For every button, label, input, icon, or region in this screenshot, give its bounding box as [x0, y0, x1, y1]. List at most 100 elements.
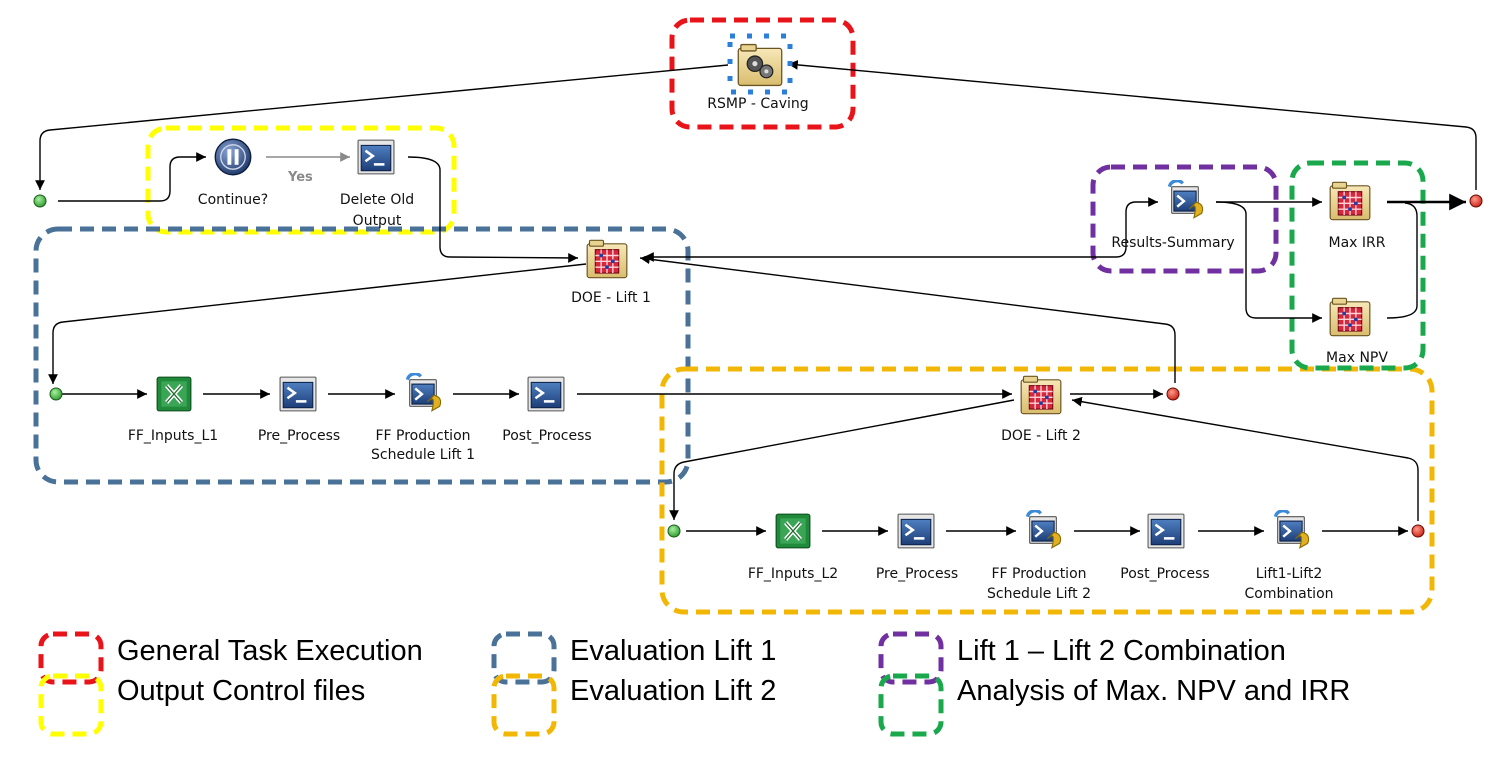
node-label: Results-Summary: [1111, 235, 1234, 251]
terminal-icon: [896, 512, 936, 550]
group-analysis-npv-irr: [1289, 160, 1426, 371]
node-ff-inputs-l2[interactable]: FF_Inputs_L2: [748, 514, 838, 582]
start-node-lift1[interactable]: [49, 387, 63, 401]
node-label: DOE - Lift 1: [571, 290, 651, 306]
node-pre-process-1[interactable]: Pre_Process: [258, 375, 340, 444]
node-label-line1: FF Production: [375, 428, 470, 444]
node-label: RSMP - Caving: [707, 96, 808, 112]
node-post-process-2[interactable]: Post_Process: [1120, 512, 1210, 582]
group-general-task-execution: [669, 17, 856, 130]
node-doe-lift-2[interactable]: DOE - Lift 2: [1001, 375, 1081, 444]
legend-swatch-green: [878, 673, 944, 737]
grid-folder-icon: [586, 239, 628, 279]
script-icon: [1025, 510, 1063, 550]
edge-start-to-continue: [58, 152, 206, 202]
legend-item-output: Output Control files: [38, 673, 365, 737]
group-lift-combination: [1090, 164, 1279, 274]
node-label-line2: Schedule Lift 2: [987, 586, 1091, 602]
node-label: Continue?: [198, 192, 268, 208]
legend-label: Evaluation Lift 2: [570, 675, 776, 707]
terminal-icon: [278, 375, 318, 413]
gear-folder-icon: [737, 43, 783, 87]
edge-doe2-to-lift2-start: [669, 399, 1015, 520]
node-ff-production-lift-1[interactable]: FF Production Schedule Lift 1: [371, 373, 475, 463]
end-node-lift1[interactable]: [1166, 387, 1180, 401]
excel-icon: [157, 377, 191, 411]
node-continue[interactable]: Continue?: [198, 138, 268, 208]
edge-doe1-to-lift1-start: [48, 263, 587, 384]
node-label-line2: Combination: [1244, 586, 1333, 602]
legend-swatch-yellow: [38, 673, 104, 737]
status-dots: [33, 194, 1483, 538]
legend-item-general: General Task Execution: [38, 631, 423, 685]
node-label: Max IRR: [1329, 235, 1386, 251]
node-label-line2: Output: [353, 213, 402, 229]
node-max-irr[interactable]: Max IRR: [1329, 181, 1386, 251]
legend-label: Analysis of Max. NPV and IRR: [957, 675, 1350, 707]
script-icon: [405, 373, 443, 413]
legend-item-combo: Lift 1 – Lift 2 Combination: [878, 631, 1286, 685]
node-delete-old-output[interactable]: Delete Old Output: [340, 138, 414, 229]
node-label: FF_Inputs_L1: [128, 428, 218, 444]
legend-swatch-blue: [491, 631, 557, 685]
node-label-line1: Lift1-Lift2: [1256, 566, 1323, 582]
legend-swatch-red: [38, 631, 104, 685]
group-evaluation-lift-2: [659, 366, 1435, 615]
legend-swatch-purple: [878, 631, 944, 685]
legend-item-eval1: Evaluation Lift 1: [491, 631, 776, 685]
group-output-control: [145, 125, 457, 235]
legend-swatch-orange: [491, 673, 557, 737]
node-label: DOE - Lift 2: [1001, 428, 1081, 444]
terminal-icon: [526, 375, 566, 413]
terminal-icon: [356, 138, 396, 176]
group-boxes: [33, 17, 1435, 615]
legend-item-eval2: Evaluation Lift 2: [491, 673, 776, 737]
node-label: FF_Inputs_L2: [748, 566, 838, 582]
legend-label: Evaluation Lift 1: [570, 635, 776, 667]
edge-end-to-rsmp: [787, 60, 1477, 190]
end-node-lift2[interactable]: [1411, 524, 1425, 538]
start-node-lift2[interactable]: [667, 524, 681, 538]
pause-icon: [214, 138, 252, 176]
node-label: Pre_Process: [258, 428, 340, 444]
terminal-icon: [1146, 512, 1186, 550]
start-node-main[interactable]: [33, 194, 47, 208]
edges: [35, 60, 1477, 536]
edge-results-to-maxnpv: [1215, 201, 1322, 323]
node-ff-production-lift-2[interactable]: FF Production Schedule Lift 2: [987, 510, 1091, 602]
node-ff-inputs-l1[interactable]: FF_Inputs_L1: [128, 377, 218, 444]
edge-lift2-end-to-doe2: [1071, 396, 1419, 521]
script-icon: [1273, 510, 1311, 550]
selection-frame: [727, 33, 793, 95]
legend-label: General Task Execution: [117, 635, 423, 667]
legend-label: Lift 1 – Lift 2 Combination: [957, 635, 1286, 667]
node-label-line2: Schedule Lift 1: [371, 447, 475, 463]
node-post-process-1[interactable]: Post_Process: [502, 375, 592, 444]
edge-rsmp-to-start: [35, 64, 729, 190]
legend-item-analysis: Analysis of Max. NPV and IRR: [878, 673, 1350, 737]
node-max-npv[interactable]: Max NPV: [1326, 297, 1388, 366]
node-doe-lift-1[interactable]: DOE - Lift 1: [571, 239, 651, 306]
node-pre-process-2[interactable]: Pre_Process: [876, 512, 958, 582]
end-node-main[interactable]: [1469, 194, 1483, 208]
legend: General Task Execution Output Control fi…: [38, 631, 1350, 737]
node-label: Post_Process: [502, 428, 591, 444]
grid-folder-icon: [1329, 181, 1371, 221]
edge-maxnpv-to-maxirr: [1386, 202, 1418, 319]
node-results-summary[interactable]: Results-Summary: [1111, 180, 1235, 251]
grid-folder-icon: [1020, 375, 1062, 415]
node-rsmp-caving[interactable]: RSMP - Caving: [707, 33, 809, 112]
node-label-line1: FF Production: [991, 566, 1086, 582]
node-label-line1: Delete Old: [340, 192, 414, 208]
edge-label-yes: Yes: [287, 170, 313, 185]
edge-doe1-to-results: [644, 197, 1158, 262]
node-label: Post_Process: [1120, 566, 1209, 582]
grid-folder-icon: [1329, 297, 1371, 337]
group-evaluation-lift-1: [33, 226, 691, 485]
node-lift1-lift2-combination[interactable]: Lift1-Lift2 Combination: [1244, 510, 1334, 602]
excel-icon: [776, 514, 810, 548]
edge-lift1-end-to-doe1: [639, 254, 1176, 383]
legend-label: Output Control files: [117, 675, 365, 707]
